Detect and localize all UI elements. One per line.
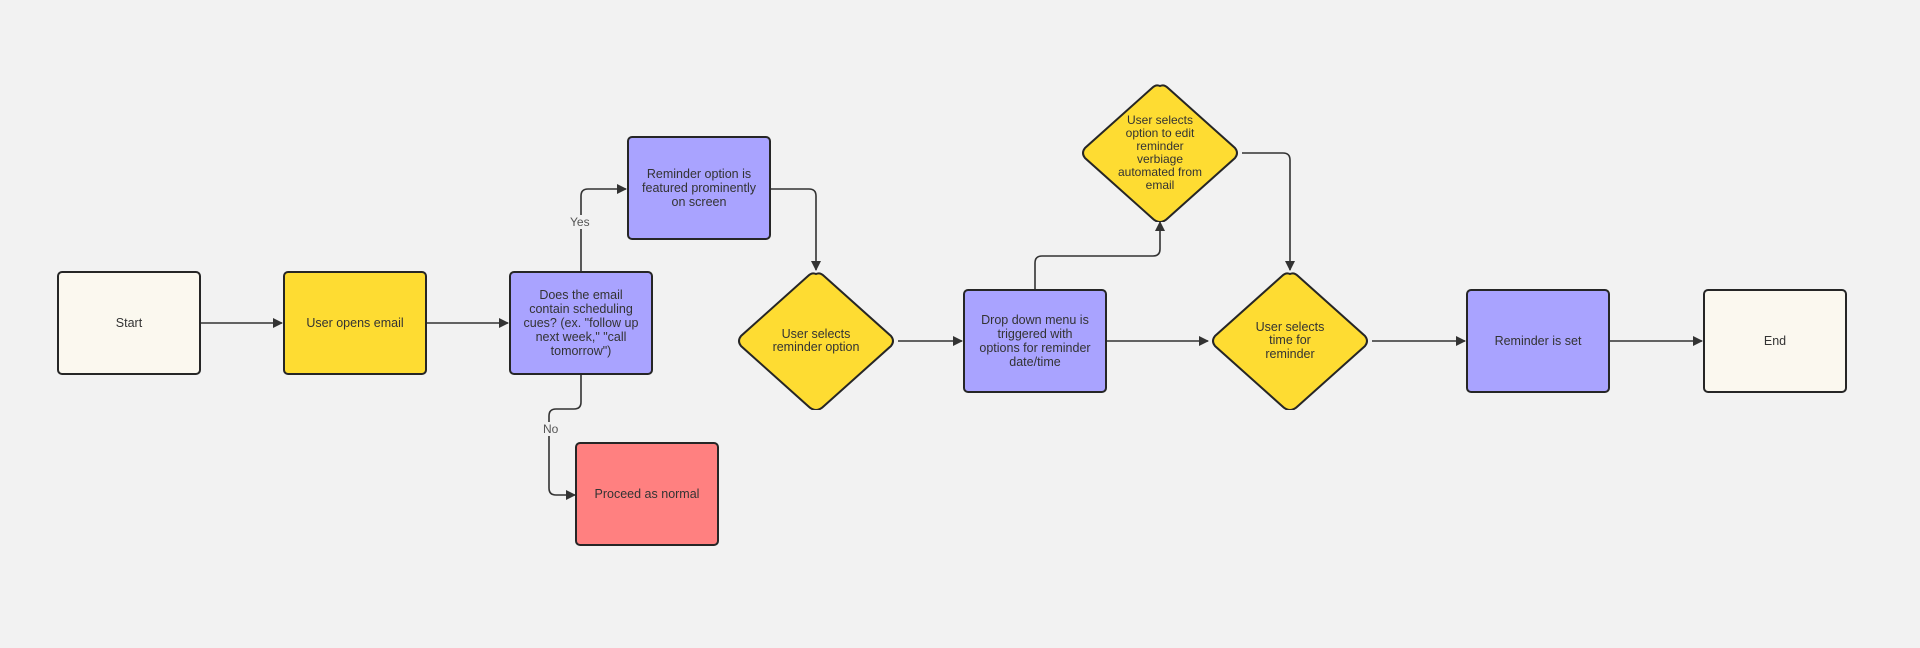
edit-verbiage-label: User selects option to edit reminder ver… (1117, 113, 1203, 192)
end-node[interactable]: End (1703, 289, 1847, 393)
edge-edit-verbiage-to-select-time[interactable] (1242, 152, 1295, 271)
user-opens-email-node[interactable]: User opens email (283, 271, 427, 375)
edge-dropdown-to-edit-verbiage[interactable] (1034, 221, 1165, 289)
reminder-featured-node[interactable]: Reminder option is featured prominently … (627, 136, 771, 240)
edit-verbiage-decision[interactable]: User selects option to edit reminder ver… (1080, 84, 1240, 222)
start-node[interactable]: Start (57, 271, 201, 375)
select-reminder-label: User selects reminder option (772, 326, 860, 354)
edge-label-yes: Yes (569, 215, 591, 229)
scheduling-cues-node[interactable]: Does the email contain scheduling cues? … (509, 271, 653, 375)
proceed-as-normal-node[interactable]: Proceed as normal (575, 442, 719, 546)
edge-featured-to-select-reminder[interactable] (771, 188, 821, 271)
reminder-is-set-node[interactable]: Reminder is set (1466, 289, 1610, 393)
dropdown-menu-node[interactable]: Drop down menu is triggered with options… (963, 289, 1107, 393)
select-reminder-decision[interactable]: User selects reminder option (736, 272, 896, 410)
select-time-label: User selects time for reminder (1255, 319, 1325, 361)
diamond-shape (1082, 84, 1238, 222)
edge-cues-no-to-proceed[interactable] (548, 375, 582, 500)
edge-label-no: No (542, 422, 560, 436)
select-time-decision[interactable]: User selects time for reminder (1210, 272, 1370, 410)
diamond-shape (1212, 272, 1368, 410)
diamond-shape (738, 272, 894, 410)
edge-cues-yes-to-featured[interactable] (580, 184, 627, 271)
